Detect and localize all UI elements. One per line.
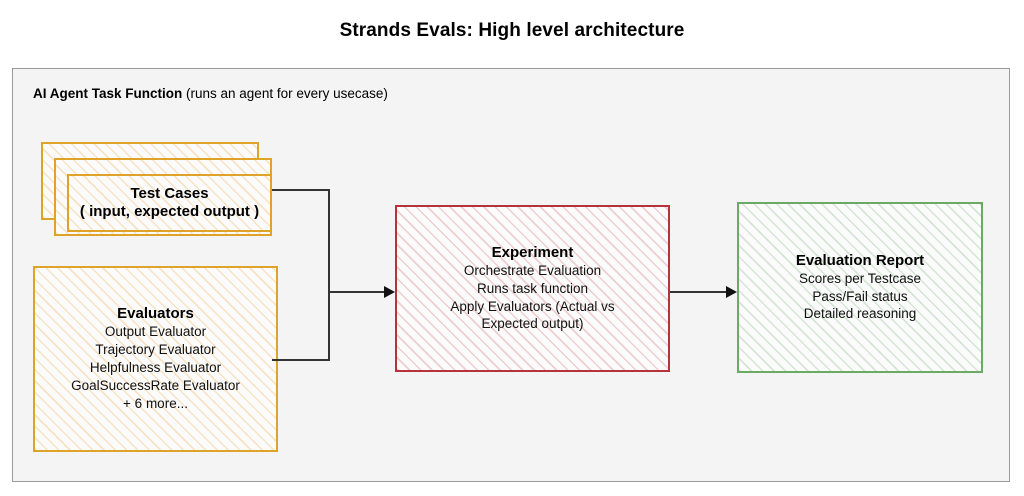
test-cases-title: Test Cases [130, 185, 209, 202]
evaluators-content: Evaluators Output Evaluator Trajectory E… [35, 268, 276, 450]
evaluators-line: Trajectory Evaluator [95, 342, 216, 358]
evaluators-line: Helpfulness Evaluator [89, 360, 222, 376]
evaluation-report-body: Scores per Testcase Pass/Fail status Det… [799, 270, 921, 324]
experiment-line: Runs task function [476, 280, 589, 296]
page-title: Strands Evals: High level architecture [339, 20, 685, 41]
test-cases-subtitle: ( input, expected output ) [79, 203, 260, 220]
evaluation-report-line: Pass/Fail status [812, 288, 908, 304]
container-label-normal: (runs an agent for every usecase) [182, 86, 388, 101]
experiment-title: Experiment [491, 243, 574, 261]
edge-merge-vertical [328, 189, 330, 361]
experiment-body: Orchestrate Evaluation Runs task functio… [450, 262, 614, 334]
arrowhead-report-icon [726, 286, 737, 298]
evaluation-report-content: Evaluation Report Scores per Testcase Pa… [739, 204, 981, 371]
experiment-line: Apply Evaluators (Actual vs [450, 298, 615, 314]
evaluators-title: Evaluators [117, 305, 194, 323]
edge-experiment-to-report [670, 291, 728, 293]
experiment-content: Experiment Orchestrate Evaluation Runs t… [397, 207, 668, 370]
test-cases-content: Test Cases ( input, expected output ) [69, 176, 270, 230]
test-cases-node[interactable]: Test Cases ( input, expected output ) [67, 174, 272, 232]
evaluators-line: Output Evaluator [104, 324, 207, 340]
evaluation-report-node[interactable]: Evaluation Report Scores per Testcase Pa… [737, 202, 983, 373]
container-label-strong: AI Agent Task Function [33, 86, 183, 101]
experiment-line: Expected output) [481, 316, 584, 332]
evaluators-body: Output Evaluator Trajectory Evaluator He… [71, 323, 240, 413]
evaluators-node[interactable]: Evaluators Output Evaluator Trajectory E… [33, 266, 278, 452]
edge-evaluators-stub [272, 359, 330, 361]
evaluation-report-line: Scores per Testcase [798, 270, 922, 286]
experiment-line: Orchestrate Evaluation [463, 262, 602, 278]
evaluators-line: + 6 more... [123, 395, 188, 411]
experiment-node[interactable]: Experiment Orchestrate Evaluation Runs t… [395, 205, 670, 372]
edge-test-cases-stub [272, 189, 330, 191]
evaluators-line: GoalSuccessRate Evaluator [71, 377, 240, 393]
container-label: AI Agent Task Function (runs an agent fo… [33, 86, 388, 101]
evaluation-report-title: Evaluation Report [795, 251, 925, 269]
evaluation-report-line: Detailed reasoning [803, 306, 917, 322]
arrowhead-experiment-icon [384, 286, 395, 298]
edge-to-experiment [328, 291, 386, 293]
